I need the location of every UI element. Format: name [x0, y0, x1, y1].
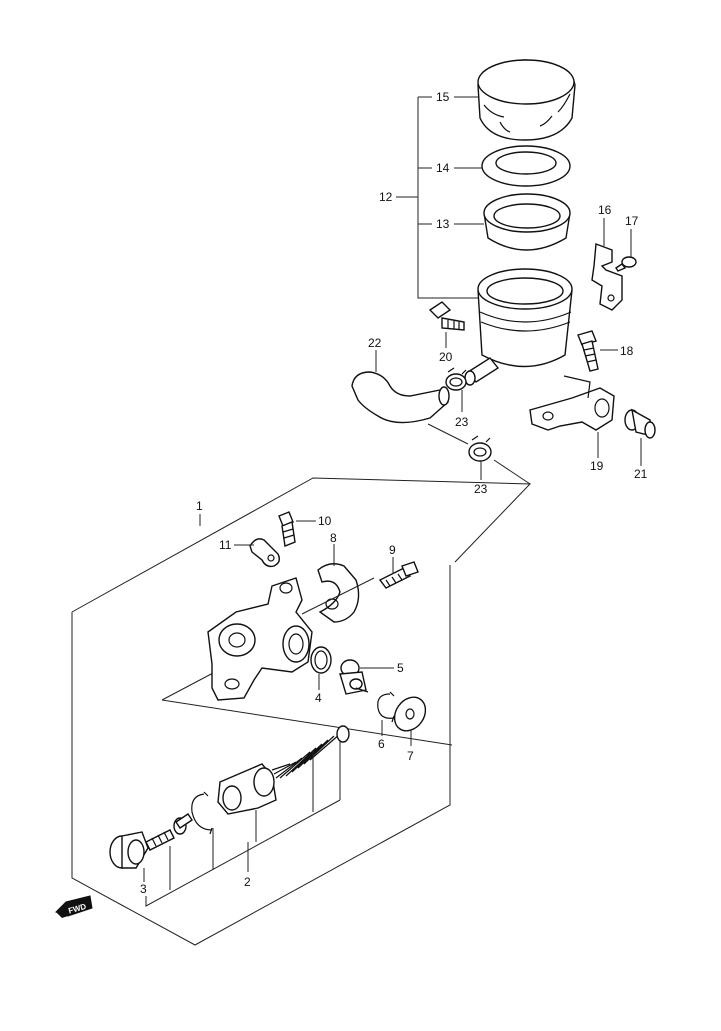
callout-21: 21 [634, 467, 648, 481]
part-clamp-holder[interactable] [317, 563, 360, 623]
callout-15: 15 [436, 90, 450, 104]
part-reservoir-body[interactable] [464, 268, 573, 386]
part-hose-guide-clip[interactable] [591, 243, 623, 311]
part-reservoir-hose[interactable] [351, 371, 450, 424]
part-bolt-18[interactable] [577, 330, 599, 372]
part-grommet[interactable] [624, 408, 656, 439]
callout-12: 12 [379, 190, 393, 204]
part-union-washer[interactable] [249, 538, 281, 568]
part-piston-cap[interactable] [109, 813, 193, 869]
callout-8: 8 [330, 531, 337, 545]
callout-18: 18 [620, 344, 634, 358]
bracket-group-12 [396, 96, 482, 299]
callout-4: 4 [315, 691, 322, 705]
callout-23-upper: 23 [455, 415, 469, 429]
part-piston-set[interactable] [217, 725, 350, 815]
callout-2: 2 [244, 875, 251, 889]
callout-22: 22 [368, 336, 382, 350]
assembly-frame-master-cylinder [71, 477, 532, 946]
callout-6: 6 [378, 737, 385, 751]
part-diaphragm-plate[interactable] [481, 145, 571, 187]
callout-7: 7 [407, 749, 414, 763]
part-reservoir-cap[interactable] [477, 59, 576, 141]
part-banjo-bolt[interactable] [278, 511, 296, 547]
fwd-direction-badge: FWD [55, 895, 93, 918]
part-diaphragm[interactable] [483, 193, 571, 251]
callout-11: 11 [219, 538, 232, 552]
part-push-rod-adjuster[interactable] [339, 659, 369, 695]
callout-19: 19 [590, 459, 604, 473]
part-holder-bolt[interactable] [378, 561, 419, 589]
callout-1: 1 [196, 499, 203, 513]
callout-14: 14 [436, 161, 450, 175]
part-hose-clamp-upper[interactable] [445, 367, 467, 391]
callout-10: 10 [318, 514, 332, 528]
callout-17: 17 [625, 214, 639, 228]
callout-3: 3 [140, 882, 147, 896]
part-reservoir-bracket[interactable] [529, 375, 615, 431]
callout-20: 20 [439, 350, 453, 364]
callout-13: 13 [436, 217, 450, 231]
part-hose-clamp-lower[interactable] [468, 435, 492, 462]
callout-16: 16 [598, 203, 612, 217]
part-small-screw[interactable] [615, 256, 637, 272]
part-o-ring[interactable] [310, 646, 332, 674]
callout-labels: 1 2 3 4 5 6 7 8 9 10 11 12 13 14 15 16 1… [140, 90, 648, 896]
callout-5: 5 [397, 661, 404, 675]
part-circlip-piston[interactable] [191, 791, 213, 835]
callout-23-lower: 23 [474, 482, 488, 496]
part-circlip-6[interactable] [377, 691, 395, 723]
part-bolt-20[interactable] [428, 301, 465, 331]
part-dust-boot[interactable] [388, 691, 432, 737]
callout-9: 9 [389, 543, 396, 557]
part-master-cylinder-body[interactable] [207, 577, 313, 701]
